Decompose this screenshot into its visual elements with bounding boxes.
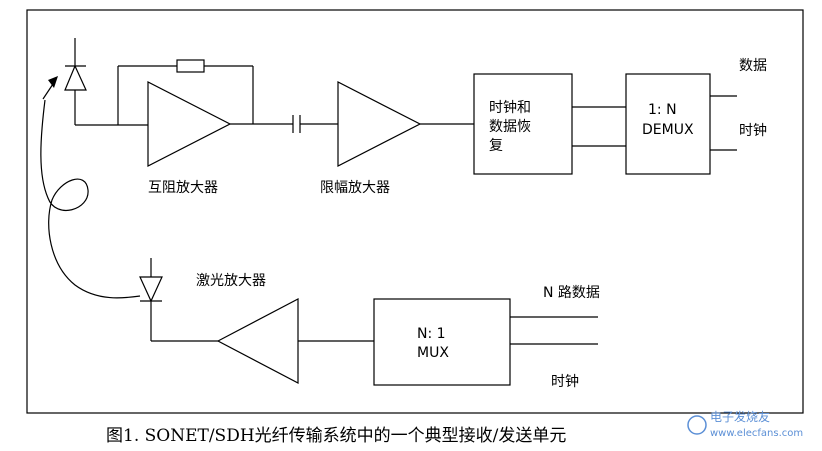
mux-label-line1: N: 1 <box>417 326 446 342</box>
cdr-label-line3: 复 <box>489 137 503 154</box>
watermark-logo: 电子发烧友 www.elecfans.com <box>687 409 803 439</box>
cdr-label-line2: 数据恢 <box>489 119 531 135</box>
watermark-cn: 电子发烧友 <box>710 409 770 424</box>
limiting-amplifier <box>337 81 422 167</box>
mux-block <box>373 298 511 386</box>
cdr-block <box>473 73 573 175</box>
output-clock-label: 时钟 <box>739 122 767 139</box>
optical-fiber-curve <box>40 99 141 299</box>
tia-label: 互阻放大器 <box>148 180 218 196</box>
limiter-label: 限幅放大器 <box>320 180 390 196</box>
diagram-frame <box>26 9 804 414</box>
demux-block <box>625 73 711 175</box>
watermark-url: www.elecfans.com <box>710 428 803 439</box>
mux-label-line2: MUX <box>417 345 449 361</box>
laser-amp-label: 激光放大器 <box>196 272 266 289</box>
output-data-label: 数据 <box>739 58 767 74</box>
laser-diode-symbol <box>139 258 163 341</box>
input-data-label: N 路数据 <box>543 285 600 301</box>
laser-driver-amplifier <box>216 298 299 384</box>
input-clock-label: 时钟 <box>551 373 579 390</box>
coupling-capacitor <box>292 115 301 133</box>
photodiode-symbol <box>64 38 87 125</box>
light-arrow-icon <box>42 76 58 100</box>
cdr-label-line1: 时钟和 <box>489 99 531 116</box>
wires-cdr-to-demux <box>572 106 626 147</box>
figure-caption: 图1. SONET/SDH光纤传输系统中的一个典型接收/发送单元 <box>106 426 566 446</box>
wires-mux-inputs <box>510 316 598 345</box>
demux-label-line1: 1: N <box>648 102 677 118</box>
demux-label-line2: DEMUX <box>642 122 694 138</box>
tia-feedback-resistor <box>117 59 254 125</box>
tia-amplifier <box>147 81 232 167</box>
wires-demux-outputs <box>710 95 737 151</box>
